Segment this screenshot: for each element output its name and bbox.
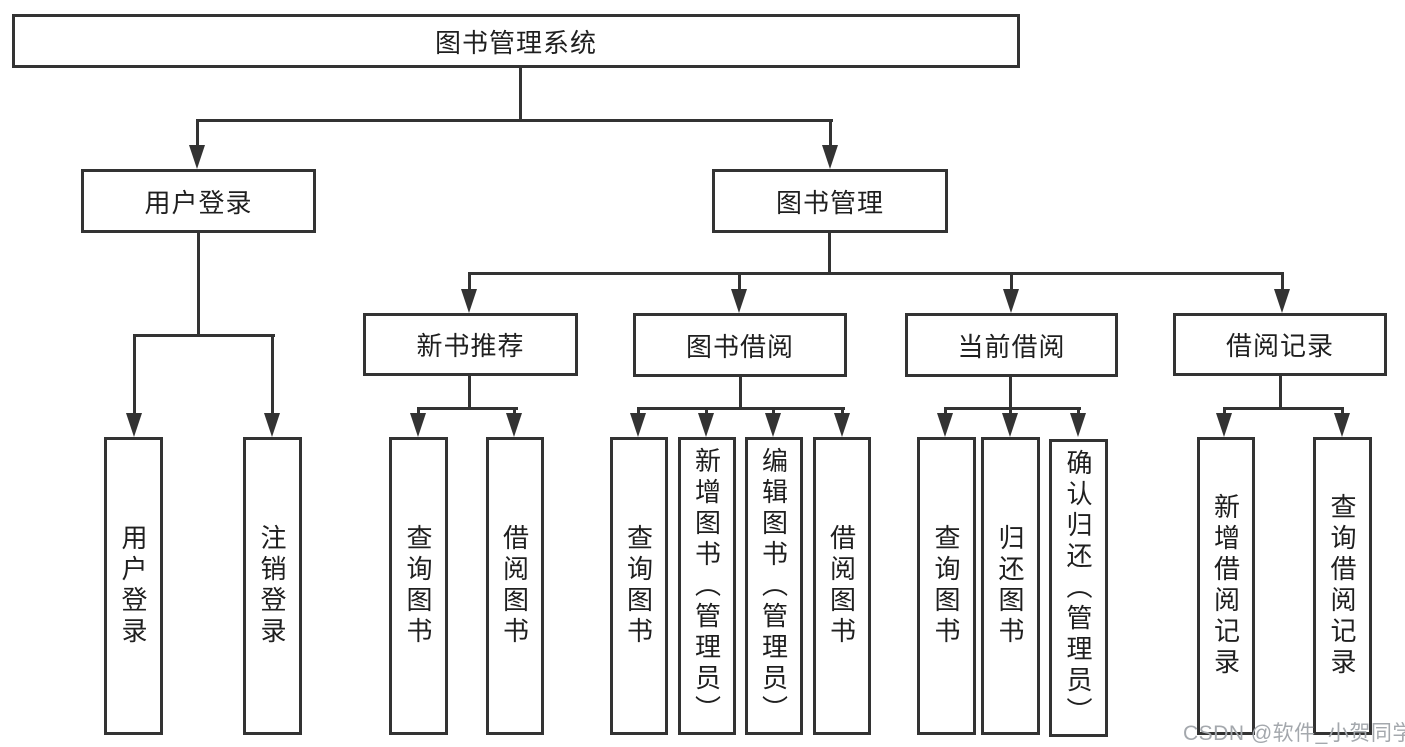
arrowhead-leaf-br-add — [1216, 413, 1232, 437]
leaf-cb-confirm-return-admin: 确认归还（管理员） — [1049, 439, 1108, 737]
node-book-mgmt: 图书管理 — [712, 169, 948, 233]
arrowhead-book-mgmt — [822, 145, 838, 169]
arrowhead-leaf-logout — [264, 413, 280, 437]
edge-current-borrow-splitter — [944, 407, 1081, 410]
arrowhead-borrow-records — [1274, 289, 1290, 313]
leaf-bb-add-books-admin: 新增图书（管理员） — [678, 437, 736, 735]
leaf-logout: 注销登录 — [243, 437, 302, 735]
arrowhead-leaf-bb-query — [630, 413, 646, 437]
leaf-bb-edit-books-admin: 编辑图书（管理员） — [745, 437, 803, 735]
leaf-bb-query-books: 查询图书 — [610, 437, 668, 735]
edge-borrow-records-splitter — [1223, 407, 1344, 410]
leaf-nb-borrow-books: 借阅图书 — [486, 437, 544, 735]
edge-to-leaf-br-query — [1341, 407, 1344, 417]
edge-root-stem — [519, 66, 522, 121]
arrowhead-leaf-br-query — [1334, 413, 1350, 437]
edge-root-to-book-mgmt — [829, 119, 832, 147]
watermark: CSDN @软件_小贺同学 — [1183, 722, 1405, 745]
edge-book-mgmt-stem — [828, 232, 831, 274]
node-user-login: 用户登录 — [81, 169, 316, 233]
edge-to-leaf-nb-query — [417, 407, 420, 417]
leaf-bb-borrow-books: 借阅图书 — [813, 437, 871, 735]
edge-to-leaf-cb-query — [944, 407, 947, 417]
node-current-borrow: 当前借阅 — [905, 313, 1118, 377]
edge-book-borrow-splitter — [637, 407, 845, 410]
arrowhead-leaf-cb-query — [937, 413, 953, 437]
leaf-user-login: 用户登录 — [104, 437, 163, 735]
arrowhead-leaf-cb-return — [1002, 413, 1018, 437]
node-new-books: 新书推荐 — [363, 313, 578, 376]
leaf-br-add-record: 新增借阅记录 — [1197, 437, 1255, 735]
edge-to-leaf-logout — [271, 334, 274, 415]
arrowhead-leaf-nb-query — [410, 413, 426, 437]
edge-to-leaf-user-login — [133, 334, 136, 415]
edge-to-new-books — [468, 272, 471, 292]
arrowhead-current-borrow — [1003, 289, 1019, 313]
leaf-br-query-record: 查询借阅记录 — [1313, 437, 1372, 735]
edge-to-leaf-bb-add — [705, 407, 708, 417]
arrowhead-new-books — [461, 289, 477, 313]
arrowhead-leaf-bb-edit — [765, 413, 781, 437]
edge-borrow-records-stem — [1279, 375, 1282, 409]
edge-new-books-splitter — [417, 407, 518, 410]
edge-to-current-borrow — [1010, 272, 1013, 292]
arrowhead-book-borrow — [731, 289, 747, 313]
arrowhead-leaf-cb-confirm — [1070, 413, 1086, 437]
leaf-nb-query-books: 查询图书 — [389, 437, 448, 735]
edge-user-login-stem — [197, 232, 200, 336]
leaf-cb-query-books: 查询图书 — [917, 437, 976, 735]
edge-to-leaf-bb-edit — [772, 407, 775, 417]
edge-to-leaf-bb-borrow — [841, 407, 844, 417]
arrowhead-leaf-user-login — [126, 413, 142, 437]
arrowhead-leaf-bb-add — [698, 413, 714, 437]
edge-to-leaf-br-add — [1223, 407, 1226, 417]
edge-to-leaf-bb-query — [637, 407, 640, 417]
edge-user-login-splitter — [133, 334, 275, 337]
edge-to-borrow-records — [1281, 272, 1284, 292]
node-root: 图书管理系统 — [12, 14, 1020, 68]
edge-book-borrow-stem — [739, 377, 742, 409]
edge-to-leaf-cb-confirm — [1077, 407, 1080, 417]
arrowhead-user-login — [189, 145, 205, 169]
edge-root-to-user-login — [196, 119, 199, 147]
node-book-borrow: 图书借阅 — [633, 313, 847, 377]
edge-to-book-borrow — [738, 272, 741, 292]
arrowhead-leaf-nb-borrow — [506, 413, 522, 437]
edge-current-borrow-stem — [1009, 377, 1012, 409]
edge-to-leaf-cb-return — [1009, 407, 1012, 417]
node-borrow-records: 借阅记录 — [1173, 313, 1387, 376]
arrowhead-leaf-bb-borrow — [834, 413, 850, 437]
edge-book-mgmt-splitter — [468, 272, 1284, 275]
edge-new-books-stem — [468, 375, 471, 409]
leaf-cb-return-books: 归还图书 — [981, 437, 1040, 735]
edge-root-splitter — [196, 119, 833, 122]
edge-to-leaf-nb-borrow — [513, 407, 516, 417]
